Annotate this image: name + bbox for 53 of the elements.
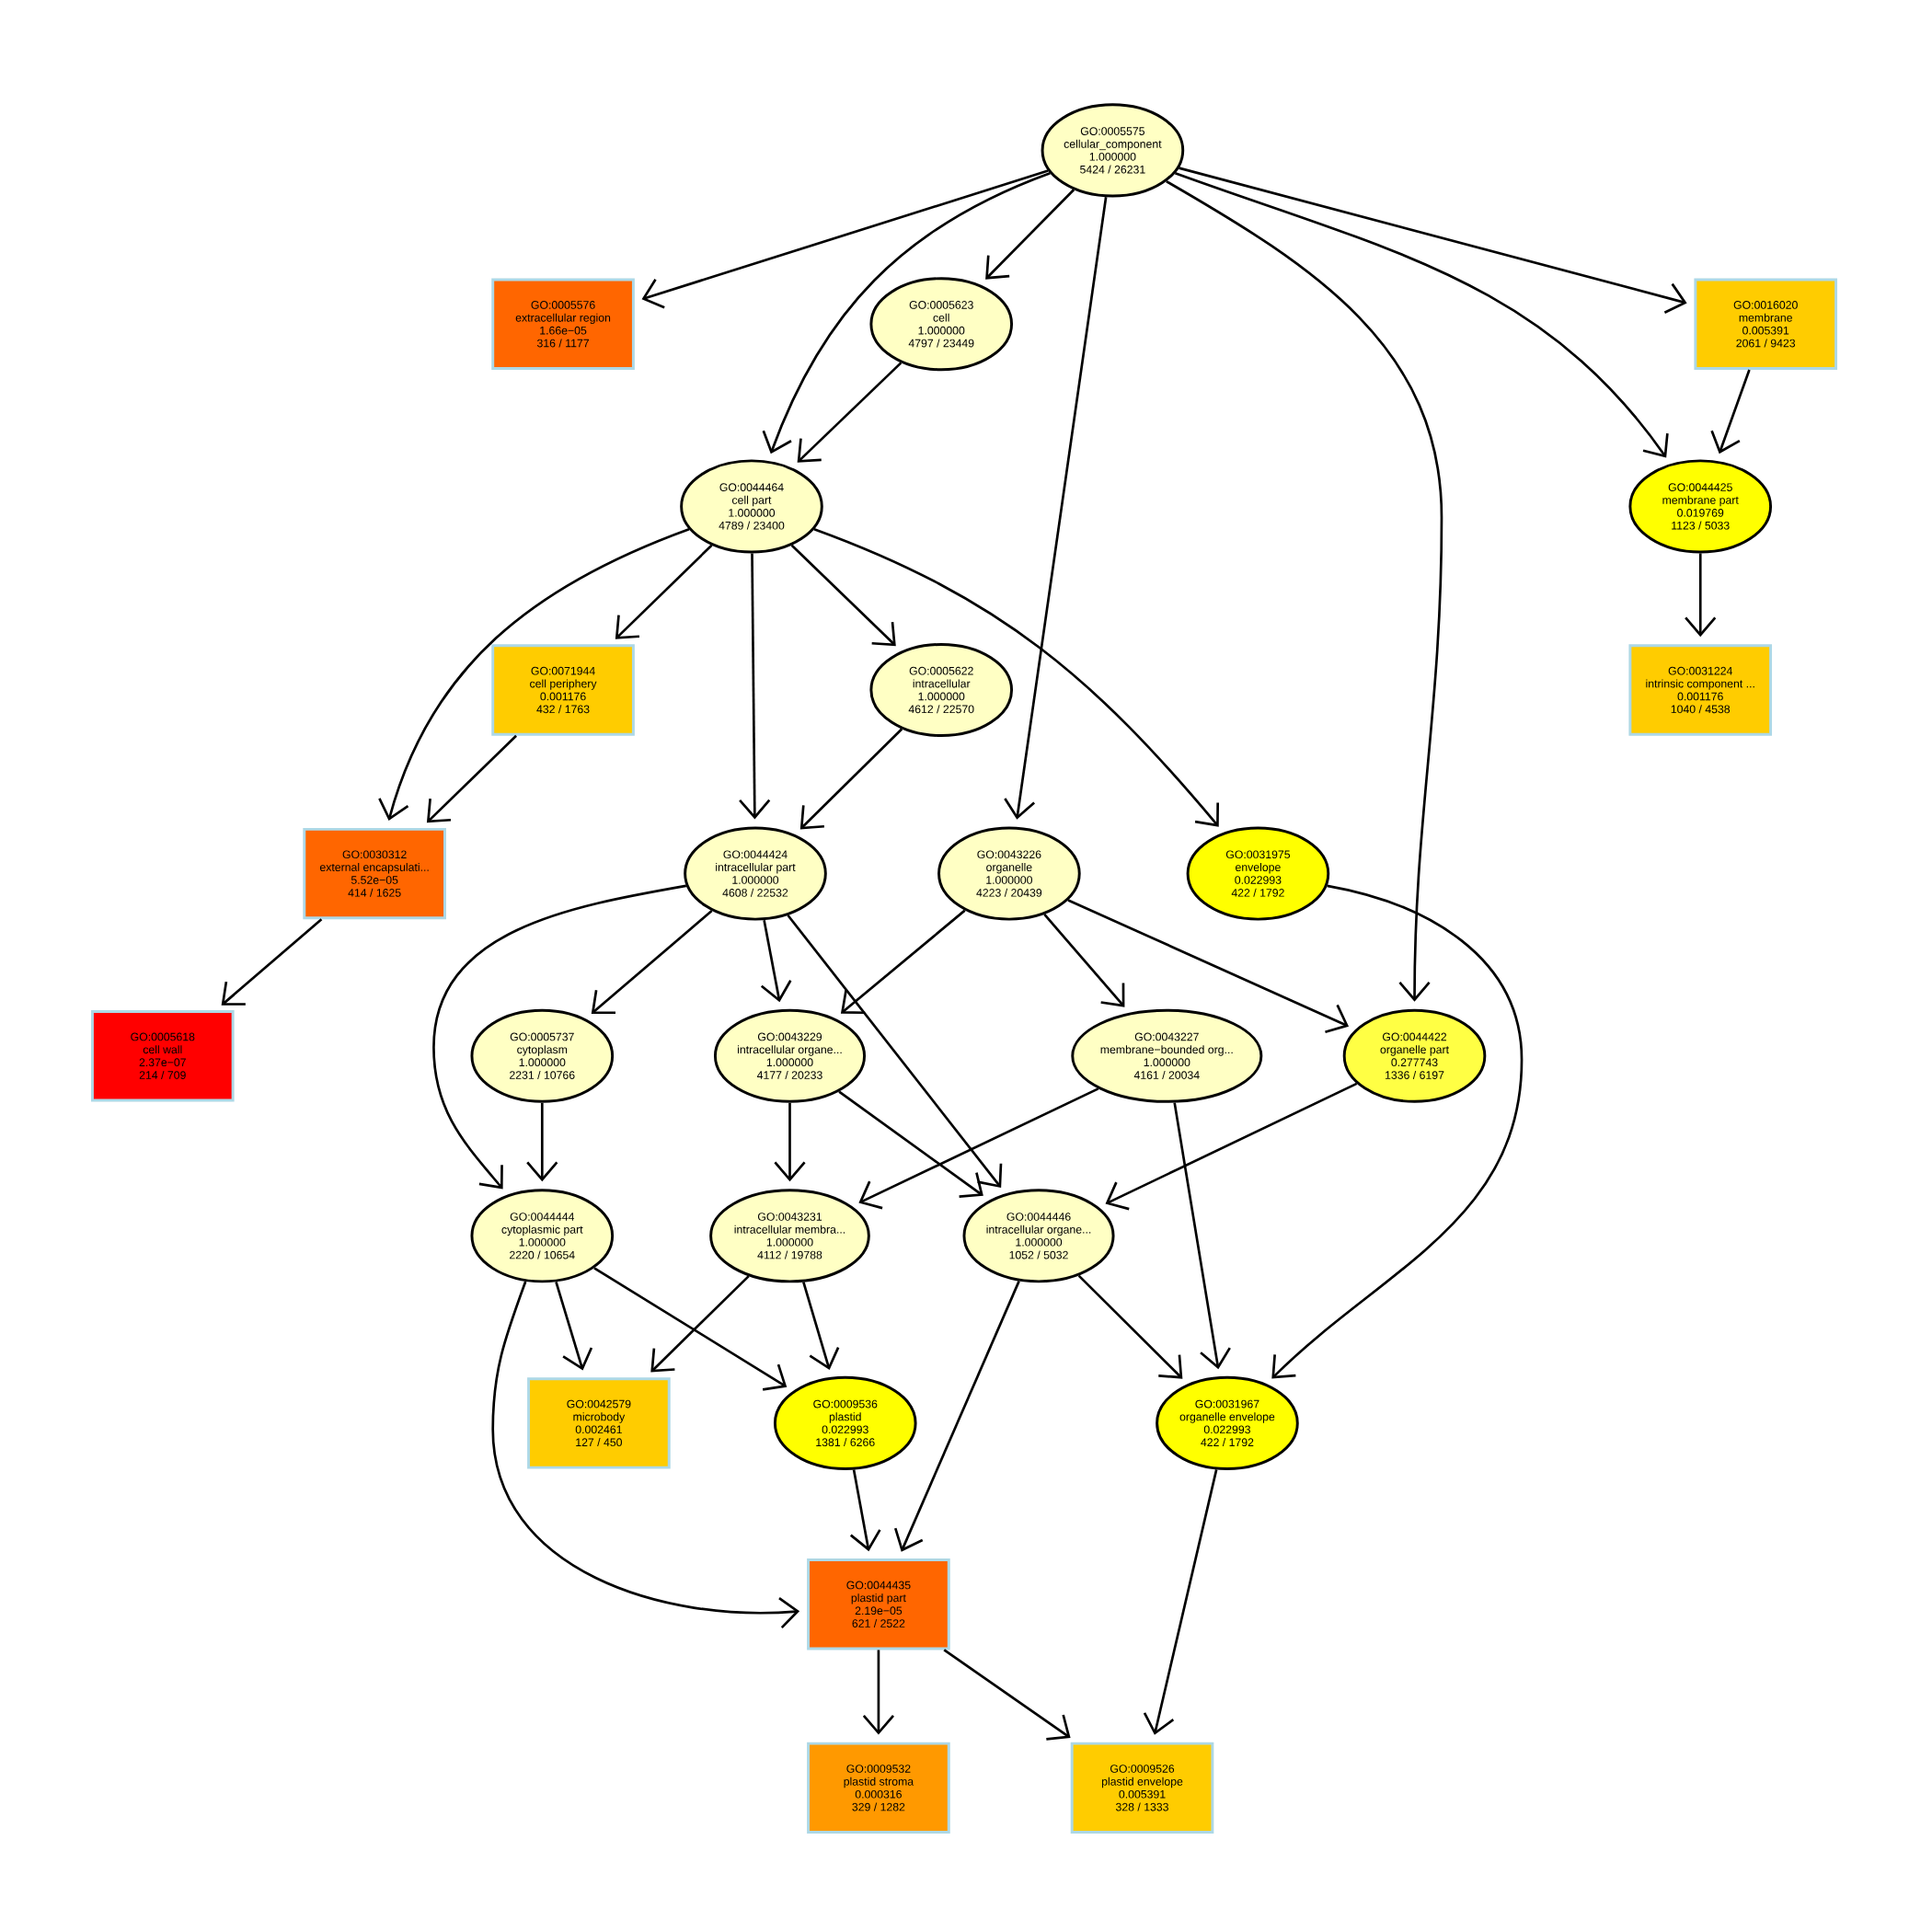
arrow: [1077, 1274, 1183, 1379]
arrow: [813, 527, 1219, 827]
arrow: [787, 914, 1003, 1189]
term-box: GO:0009526 plastid envelope 0.005391 328 / 1333: [1070, 1742, 1214, 1834]
arrow: [221, 918, 323, 1006]
arrow: [1143, 1469, 1218, 1735]
arrow: [739, 553, 771, 820]
arrow: [838, 1090, 983, 1198]
arrow: [862, 1650, 894, 1735]
arrow: [943, 1649, 1071, 1741]
arrow: [1067, 899, 1350, 1034]
arrow: [1173, 1102, 1231, 1370]
term-box: GO:0071944 cell periphery 0.001176 432 / 1763: [491, 644, 635, 736]
arrow: [797, 362, 903, 463]
arrow: [802, 1282, 840, 1371]
arrow: [432, 884, 687, 1190]
term-box: GO:0030312 external encapsulati... 5.52e−05 414 / 1625: [303, 827, 446, 920]
arrow: [591, 910, 713, 1015]
arrow: [1179, 167, 1687, 314]
arrow: [641, 169, 1049, 309]
arrow: [526, 1102, 558, 1182]
arrow: [849, 1469, 881, 1552]
arrow: [840, 909, 966, 1015]
arrow: [762, 171, 1051, 454]
arrow: [760, 919, 792, 1003]
arrow: [799, 728, 903, 830]
arrow: [378, 527, 690, 822]
arrow: [1685, 553, 1717, 638]
arrow: [1175, 171, 1669, 458]
arrow: [1166, 179, 1443, 1002]
term-box: GO:0044435 plastid part 2.19e−05 621 / 2522: [807, 1558, 950, 1650]
arrow: [1271, 884, 1524, 1379]
term-box: GO:0005618 cell wall 2.37e−07 214 / 709: [90, 1010, 235, 1102]
arrow: [1004, 197, 1108, 820]
arrow: [491, 1281, 800, 1629]
arrow: [858, 1087, 1099, 1210]
arrow: [790, 544, 896, 647]
arrow: [985, 189, 1075, 280]
arrow: [1043, 914, 1125, 1007]
term-box: GO:0016020 membrane 0.005391 2061 / 9423: [1694, 278, 1838, 370]
arrow: [1710, 369, 1751, 454]
arrow: [893, 1281, 1020, 1552]
term-box: GO:0042579 microbody 0.002461 127 / 450: [527, 1377, 671, 1469]
term-box: GO:0009532 plastid stroma 0.000316 329 / 1282: [807, 1742, 950, 1834]
term-box: GO:0031224 intrinsic component ... 0.001176 1040 / 4538: [1628, 644, 1773, 736]
arrow: [426, 734, 517, 823]
arrow: [774, 1102, 806, 1182]
arrow: [593, 1267, 788, 1391]
arrow: [1105, 1082, 1358, 1211]
arrow: [555, 1282, 593, 1371]
term-box: GO:0005576 extracellular region 1.66e−05 316 / 1177: [491, 278, 635, 370]
arrow: [650, 1275, 750, 1373]
arrow: [615, 544, 713, 639]
